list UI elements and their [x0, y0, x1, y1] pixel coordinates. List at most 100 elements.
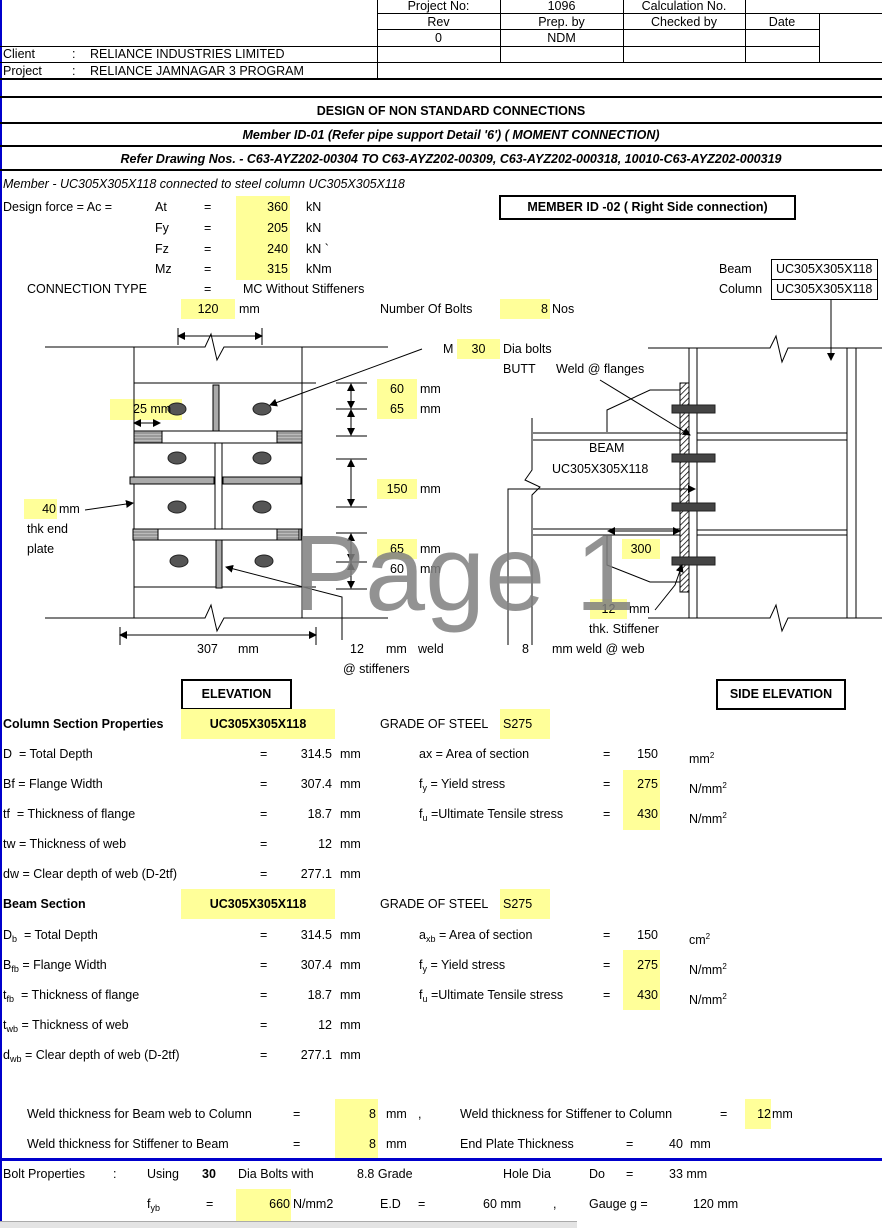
column-section-name[interactable]: UC305X305X118 — [209, 717, 307, 731]
sheet-left-border — [0, 0, 2, 1227]
weld-stiffener-beam-value[interactable]: 8 — [369, 1137, 376, 1151]
property-value[interactable]: 275 — [637, 958, 658, 972]
main-title: DESIGN OF NON STANDARD CONNECTIONS — [316, 104, 586, 118]
weld-beam-web-value[interactable]: 8 — [369, 1107, 376, 1121]
force-value[interactable]: 240 — [267, 242, 288, 256]
beam-section-title: Beam Section — [3, 897, 86, 911]
property-value: 307.4 — [300, 958, 332, 972]
unit: mm — [238, 642, 259, 656]
property-value: 12 — [318, 1018, 332, 1032]
equals: = — [626, 1167, 634, 1181]
property-value[interactable]: 430 — [637, 807, 658, 821]
force-value[interactable]: 205 — [267, 221, 288, 235]
force-unit: kN ` — [306, 242, 329, 256]
property-value[interactable]: 430 — [637, 988, 658, 1002]
property-unit: cm2 — [689, 929, 710, 948]
property-label: dwb = Clear depth of web (D-2tf) — [3, 1047, 180, 1067]
fyb-value[interactable]: 660 — [269, 1197, 290, 1211]
weld-stiffener-beam-label: Weld thickness for Stiffener to Beam — [27, 1137, 229, 1151]
page-watermark: Page 1 — [293, 512, 636, 633]
property-description: = Total Depth — [12, 747, 93, 761]
property-description: = Total Depth — [17, 928, 98, 942]
grade-value[interactable]: S275 — [503, 897, 533, 911]
property-description: = Thickness of flange — [14, 988, 140, 1002]
equals: = — [603, 747, 611, 761]
equals: = — [626, 1137, 634, 1151]
unit: mm — [340, 958, 361, 972]
stiffener-thickness[interactable]: 12 — [601, 602, 616, 616]
bolts-label: Number Of Bolts — [380, 302, 473, 316]
unit: mm — [386, 1137, 407, 1151]
property-symbol: B — [3, 958, 12, 972]
unit: mm — [340, 807, 361, 821]
dim-150[interactable]: 150 — [386, 482, 408, 496]
property-unit: N/mm2 — [689, 989, 727, 1008]
dim-65-top[interactable]: 65 — [390, 402, 404, 416]
equals: = — [603, 807, 611, 821]
property-symbol: f — [419, 777, 423, 791]
edge-distance-label: 25 mm — [133, 402, 172, 416]
property-symbol: D — [3, 928, 13, 942]
client-name: RELIANCE INDUSTRIES LIMITED — [90, 47, 285, 61]
bolt-grade: 8.8 Grade — [357, 1167, 413, 1181]
unit-exponent: 2 — [722, 811, 727, 820]
grade-value[interactable]: S275 — [503, 717, 533, 731]
property-value: 150 — [637, 747, 658, 761]
property-symbol: a — [419, 928, 426, 942]
weld-stiffener-column-label: Weld thickness for Stiffener to Column — [460, 1107, 673, 1121]
property-description: = Thickness of flange — [9, 807, 136, 821]
bolt-diameter[interactable]: 30 — [471, 342, 486, 356]
property-unit: N/mm2 — [689, 808, 727, 827]
thk-stiffener-label: thk. Stiffener — [589, 622, 659, 636]
property-description: = Yield stress — [426, 777, 506, 791]
bolt-properties-label: Bolt Properties — [3, 1167, 85, 1181]
unit: mm — [420, 542, 441, 556]
unit: cm — [689, 933, 706, 947]
end-plate-thickness[interactable]: 40 — [42, 502, 56, 516]
beam-section-name[interactable]: UC305X305X118 — [209, 897, 307, 911]
force-value[interactable]: 360 — [267, 200, 288, 214]
property-unit: mm2 — [689, 748, 714, 767]
unit: mm — [386, 1107, 407, 1121]
fyb-label: fyb — [147, 1196, 160, 1216]
property-subscript: b — [12, 934, 18, 944]
property-label: Db = Total Depth — [3, 927, 98, 947]
colon: : — [72, 47, 76, 61]
property-description: = Flange Width — [14, 777, 103, 791]
side-elevation-title: SIDE ELEVATION — [716, 679, 846, 710]
equals: = — [260, 958, 268, 972]
stiffener-length[interactable]: 300 — [630, 542, 652, 556]
equals: = — [260, 928, 268, 942]
dim-60-bottom[interactable]: 60 — [390, 562, 404, 576]
fyb-subscript: yb — [150, 1203, 160, 1213]
property-label: tfb = Thickness of flange — [3, 987, 139, 1007]
unit: mm — [340, 867, 361, 881]
weld-stiffener-column-value[interactable]: 12 — [757, 1107, 771, 1121]
unit: mm — [239, 302, 260, 316]
force-value[interactable]: 315 — [267, 262, 288, 276]
fyb-symbol: f — [147, 1197, 151, 1211]
horizontal-scrollbar[interactable] — [0, 1221, 577, 1228]
dim-60-top[interactable]: 60 — [390, 382, 404, 396]
member-title: Member ID-01 (Refer pipe support Detail … — [242, 128, 660, 142]
unit: mm — [420, 562, 441, 576]
property-symbol: ax — [419, 747, 433, 761]
using-label: Using — [147, 1167, 179, 1181]
property-description: =Ultimate Tensile stress — [427, 807, 564, 821]
property-label: dw = Clear depth of web (D-2tf) — [3, 866, 177, 886]
property-unit: N/mm2 — [689, 778, 727, 797]
gauge-value[interactable]: 120 — [197, 302, 219, 316]
unit: mm — [772, 1107, 793, 1121]
equals: = — [603, 958, 611, 972]
property-label: fy = Yield stress — [419, 957, 505, 977]
ed-value: 60 mm — [483, 1197, 522, 1211]
comma: , — [553, 1197, 557, 1211]
dim-65-bottom[interactable]: 65 — [390, 542, 404, 556]
bolts-count[interactable]: 8 — [541, 302, 548, 316]
property-value[interactable]: 275 — [637, 777, 658, 791]
stiffener-weld: 12 — [350, 642, 364, 656]
elevation-title: ELEVATION — [181, 679, 292, 710]
property-value: 314.5 — [300, 928, 332, 942]
unit: mm — [59, 502, 80, 516]
